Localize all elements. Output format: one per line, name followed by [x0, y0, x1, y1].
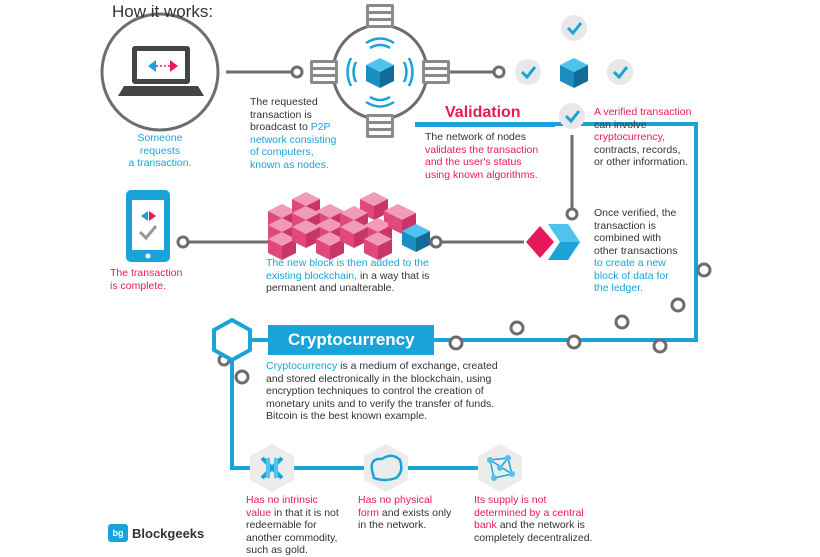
connector-dot — [696, 262, 712, 278]
block-cube — [360, 192, 388, 220]
connector-dot — [670, 297, 686, 313]
server-node-icons — [310, 4, 450, 138]
connector-dot — [509, 320, 525, 336]
connector-dot — [429, 235, 443, 249]
step-complete-text: The transaction is complete. — [110, 267, 183, 292]
decentralized-network-icon — [478, 444, 522, 492]
feature-decentralized-text: Its supply is not determined by a centra… — [474, 494, 593, 544]
validation-cube-icon — [560, 58, 588, 88]
block-cube — [364, 232, 392, 260]
cryptocurrency-label: Cryptocurrency — [268, 325, 434, 355]
crypto-description: Cryptocurrency is a medium of exchange, … — [266, 360, 498, 422]
page-title: How it works: — [112, 2, 214, 21]
blue-path — [434, 122, 698, 342]
wifi-signal-icon — [346, 37, 414, 108]
validation-label: Validation — [445, 104, 521, 121]
connector-dot — [565, 207, 579, 221]
brand-name: Blockgeeks — [132, 525, 205, 541]
verified-check-icons — [515, 15, 633, 129]
step-validation-text: The network of nodes validates the trans… — [425, 131, 539, 181]
feature-no-form-text: Has no physical form and exists only in … — [358, 494, 452, 531]
brand-logo: bg Blockgeeks — [108, 524, 204, 542]
brand-mark-icon: bg — [108, 524, 128, 542]
feature-no-value-text: Has no intrinsic value in that it is not… — [246, 494, 339, 556]
crypto-hexagon-icon — [212, 317, 252, 363]
connector-dot — [448, 335, 464, 351]
blockchain-cubes — [268, 192, 430, 260]
step-combined-text: Once verified, the transaction is combin… — [594, 207, 678, 294]
connector-dot — [176, 235, 190, 249]
new-block-cube — [402, 224, 430, 252]
blockchain-cube-icon — [366, 58, 394, 88]
connector-dot — [290, 65, 304, 79]
connector-dot — [492, 65, 506, 79]
new-block-arrow-icon — [526, 224, 580, 260]
connector-dot — [652, 338, 668, 354]
validation-bar — [415, 122, 555, 127]
connector-dot — [614, 314, 630, 330]
connector-dot — [234, 369, 250, 385]
phone-icon — [126, 190, 170, 262]
block-cube — [268, 232, 296, 260]
block-cube — [316, 232, 344, 260]
no-physical-form-icon — [364, 444, 408, 492]
connector-dot — [566, 334, 582, 350]
laptop-icon — [100, 12, 220, 132]
step-verified-text: A verified transaction can involve crypt… — [594, 106, 692, 168]
no-value-icon — [250, 444, 294, 492]
step-added-text: The new block is then added to the exist… — [266, 257, 430, 294]
step-broadcast-text: The requested transaction is broadcast t… — [250, 96, 337, 171]
